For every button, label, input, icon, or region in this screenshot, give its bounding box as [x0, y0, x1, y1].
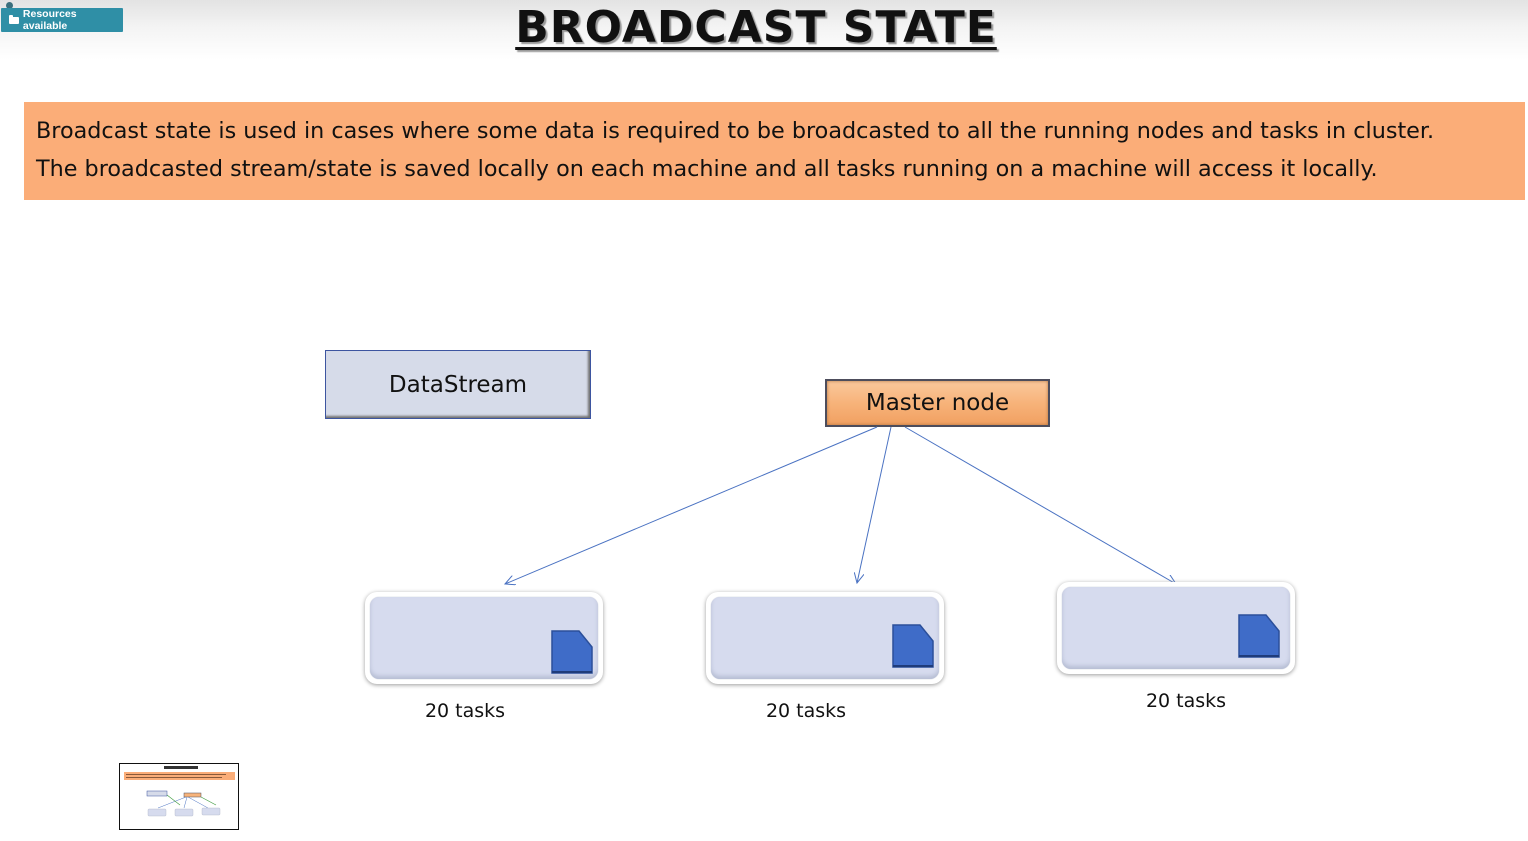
- arrow-to-machine-2: [857, 426, 892, 583]
- resources-available-label: Resources available: [22, 8, 77, 32]
- slide-thumbnail[interactable]: [119, 763, 239, 830]
- pin-icon: [6, 2, 13, 9]
- machine-node-2: [706, 592, 944, 684]
- machine-1-tasks-label: 20 tasks: [424, 700, 506, 722]
- description-box: Broadcast state is used in cases where s…: [24, 102, 1525, 200]
- machine-3-tasks-label: 20 tasks: [1145, 690, 1227, 712]
- master-node-label: Master node: [865, 390, 1010, 416]
- slide-title: BROADCAST STATE: [515, 2, 997, 53]
- machine-2-tasks-label: 20 tasks: [765, 700, 847, 722]
- folder-icon: [9, 14, 19, 24]
- machine-node-3: [1057, 582, 1295, 674]
- arrow-to-machine-3: [904, 426, 1176, 584]
- datastream-label: DataStream: [388, 371, 528, 398]
- resources-available-button[interactable]: Resources available: [1, 8, 123, 32]
- arrow-to-machine-1: [505, 426, 878, 584]
- description-line-2: The broadcasted stream/state is saved lo…: [36, 156, 1378, 182]
- state-document-icon: [892, 624, 934, 668]
- description-line-1: Broadcast state is used in cases where s…: [36, 118, 1435, 144]
- master-node: Master node: [825, 379, 1050, 427]
- state-document-icon: [1238, 614, 1280, 658]
- state-document-icon: [551, 630, 593, 674]
- datastream-node: DataStream: [325, 350, 591, 419]
- machine-node-1: [365, 592, 603, 684]
- slide-thumbnail-icon: [120, 764, 237, 828]
